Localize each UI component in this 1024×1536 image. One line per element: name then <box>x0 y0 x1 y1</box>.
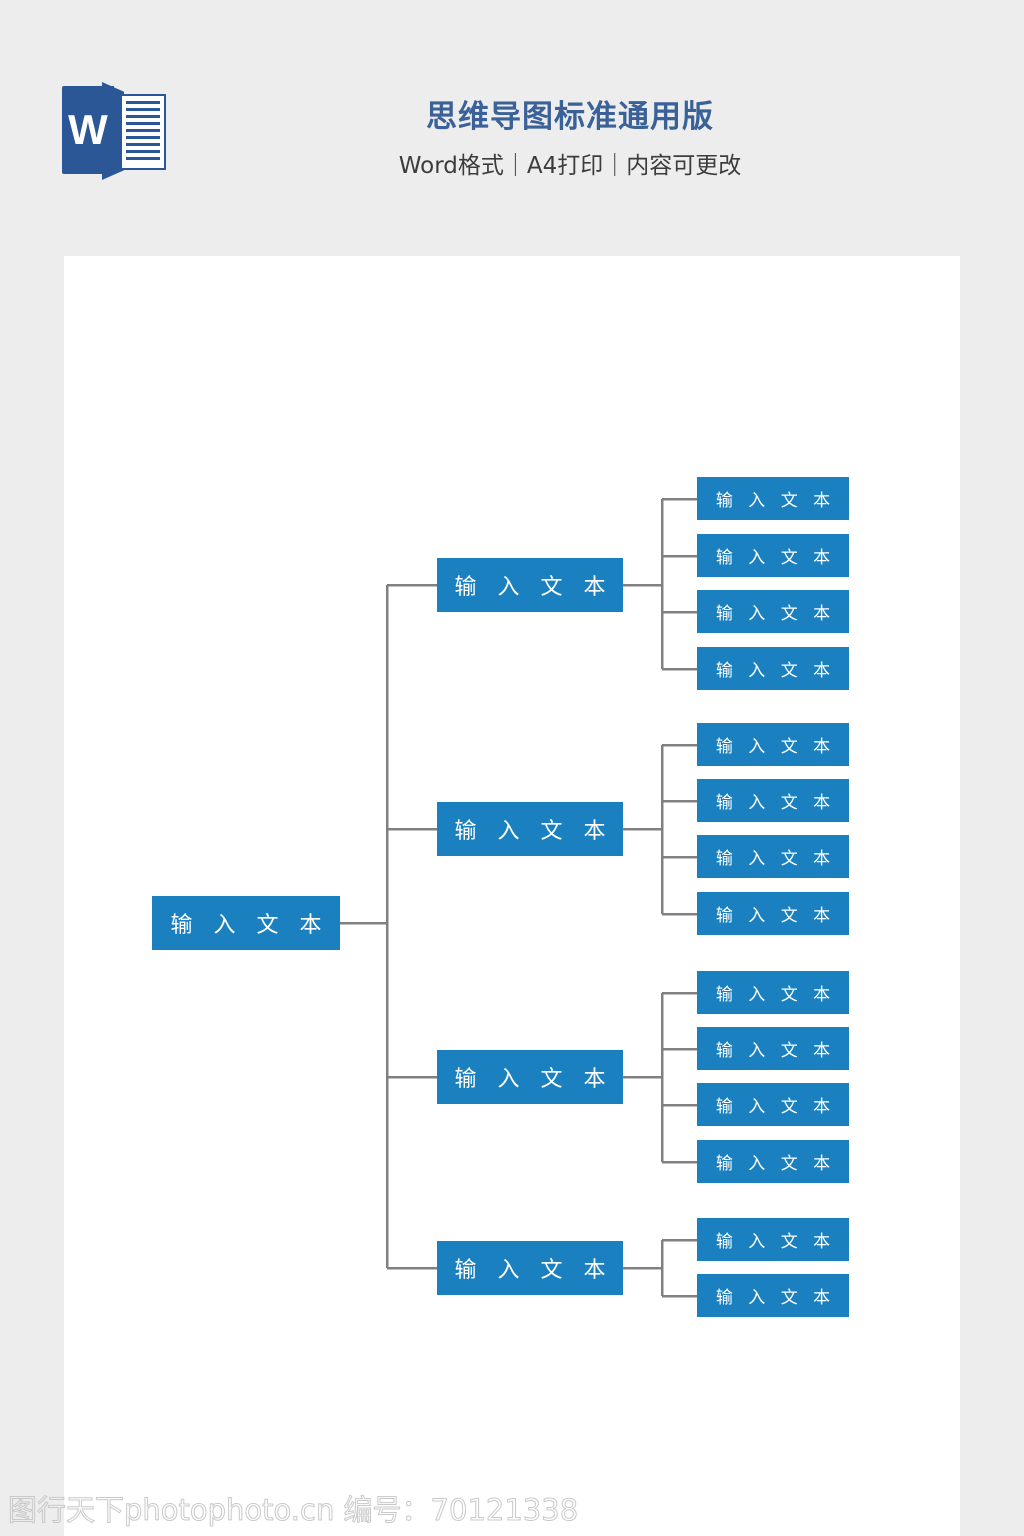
node-label: 输 入 文 本 <box>715 548 836 568</box>
mindmap-branch-node-4[interactable]: 输 入 文 本 <box>437 1241 623 1295</box>
word-logo-block <box>62 86 114 174</box>
mindmap-leaf-node-1-4[interactable]: 输 入 文 本 <box>697 647 849 690</box>
node-label: 输 入 文 本 <box>715 793 836 813</box>
mindmap-leaf-node-2-2[interactable]: 输 入 文 本 <box>697 779 849 822</box>
doc-line <box>126 122 160 125</box>
mindmap-leaf-node-3-4[interactable]: 输 入 文 本 <box>697 1140 849 1183</box>
node-label: 输 入 文 本 <box>715 604 836 624</box>
microsoft-word-logo: W <box>62 82 166 180</box>
mindmap-leaf-node-4-1[interactable]: 输 入 文 本 <box>697 1218 849 1261</box>
node-label: 输 入 文 本 <box>715 1154 836 1174</box>
doc-line <box>126 101 160 104</box>
doc-line <box>126 150 160 153</box>
footer-watermark: 图行天下photophoto.cn 编号：70121338 <box>7 1493 579 1528</box>
mindmap-branch-node-1[interactable]: 输 入 文 本 <box>437 558 623 612</box>
mindmap-leaf-node-1-1[interactable]: 输 入 文 本 <box>697 477 849 520</box>
node-label: 输 入 文 本 <box>715 906 836 926</box>
mindmap-leaf-node-2-1[interactable]: 输 入 文 本 <box>697 723 849 766</box>
node-label: 输 入 文 本 <box>454 575 613 600</box>
node-label: 输 入 文 本 <box>715 985 836 1005</box>
node-label: 输 入 文 本 <box>170 913 329 938</box>
header-banner: W 思维导图标准通用版 Word格式｜A4打印｜内容可更改 <box>0 0 1024 256</box>
mindmap-leaf-node-2-4[interactable]: 输 入 文 本 <box>697 892 849 935</box>
doc-line <box>126 143 160 146</box>
mindmap-leaf-node-3-3[interactable]: 输 入 文 本 <box>697 1083 849 1126</box>
mindmap-leaf-node-4-2[interactable]: 输 入 文 本 <box>697 1274 849 1317</box>
mindmap-leaf-node-3-2[interactable]: 输 入 文 本 <box>697 1027 849 1070</box>
node-label: 输 入 文 本 <box>454 1258 613 1283</box>
mindmap-branch-node-3[interactable]: 输 入 文 本 <box>437 1050 623 1104</box>
node-label: 输 入 文 本 <box>715 737 836 757</box>
page-subtitle: Word格式｜A4打印｜内容可更改 <box>398 153 742 179</box>
doc-line <box>126 157 160 160</box>
node-label: 输 入 文 本 <box>715 1041 836 1061</box>
node-label: 输 入 文 本 <box>454 1067 613 1092</box>
node-label: 输 入 文 本 <box>715 491 836 511</box>
node-label: 输 入 文 本 <box>715 1288 836 1308</box>
page-title: 思维导图标准通用版 <box>426 99 714 135</box>
doc-line <box>126 115 160 118</box>
mindmap-branch-node-2[interactable]: 输 入 文 本 <box>437 802 623 856</box>
doc-line <box>126 129 160 132</box>
mindmap-leaf-node-1-3[interactable]: 输 入 文 本 <box>697 590 849 633</box>
header-text-group: 思维导图标准通用版 Word格式｜A4打印｜内容可更改 <box>320 95 820 186</box>
node-label: 输 入 文 本 <box>715 1232 836 1252</box>
mindmap-root-node[interactable]: 输 入 文 本 <box>152 896 340 950</box>
mindmap-leaf-node-3-1[interactable]: 输 入 文 本 <box>697 971 849 1014</box>
node-label: 输 入 文 本 <box>715 1097 836 1117</box>
node-label: 输 入 文 本 <box>715 849 836 869</box>
node-label: 输 入 文 本 <box>454 819 613 844</box>
word-logo-document <box>120 94 166 170</box>
mindmap-leaf-node-1-2[interactable]: 输 入 文 本 <box>697 534 849 577</box>
doc-line <box>126 136 160 139</box>
doc-line <box>126 108 160 111</box>
word-logo-letter: W <box>68 106 108 153</box>
mindmap-leaf-node-2-3[interactable]: 输 入 文 本 <box>697 835 849 878</box>
node-label: 输 入 文 本 <box>715 661 836 681</box>
